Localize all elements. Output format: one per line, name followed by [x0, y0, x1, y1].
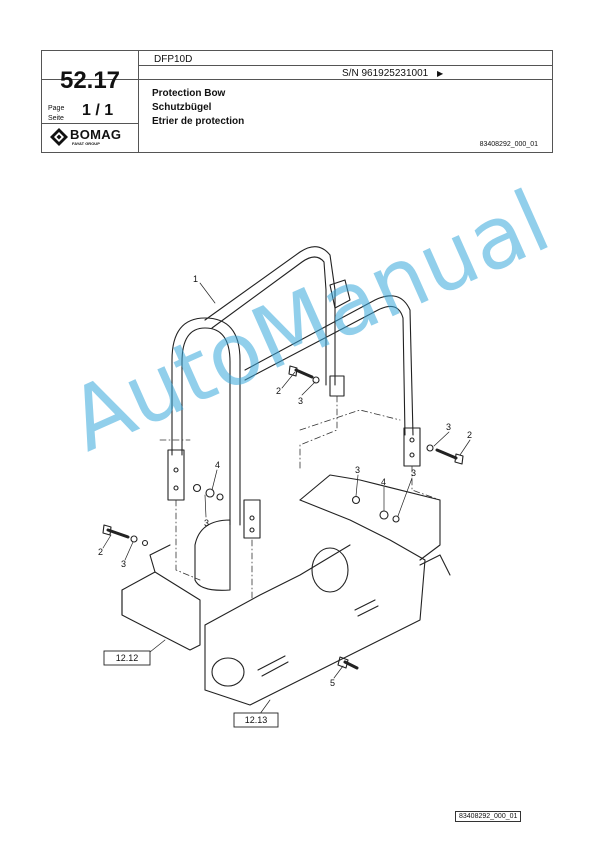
callout-3: 3	[298, 396, 303, 406]
ref-box-label: 12.12	[116, 653, 139, 663]
callout-3: 3	[411, 468, 416, 478]
callout-3: 3	[355, 465, 360, 475]
callout-3: 3	[446, 422, 451, 432]
bolt-frame	[337, 656, 359, 670]
model-name: DFP10D	[154, 54, 193, 65]
part-titles: Protection Bow Schutzbügel Etrier de pro…	[152, 87, 244, 129]
header-rule	[42, 123, 138, 124]
bolt-left-front	[102, 524, 149, 547]
bow-front-outer	[171, 317, 241, 526]
frame-hole-right	[311, 547, 349, 593]
callout-4: 4	[215, 460, 220, 470]
page-label: Page Seite	[48, 104, 64, 124]
tank-body	[194, 519, 231, 591]
rear-mount-plate	[329, 375, 345, 397]
front-mount-plate	[243, 499, 261, 539]
header-divider	[138, 51, 139, 152]
header-doc-ref: 83408292_000_01	[479, 141, 538, 148]
header-rule	[138, 65, 552, 66]
header-block: DFP10D S/N 961925231001 ▶ 52.17 Page Sei…	[41, 50, 553, 153]
frame-rear-plate	[299, 474, 441, 561]
ref-box-12-12[interactable]: 12.12	[103, 650, 151, 666]
bomag-logo: BOMAG FAYAT GROUP	[50, 127, 136, 149]
frame-side-plate	[204, 499, 426, 706]
frame-hole-left	[211, 657, 245, 687]
callouts: 1 2 3 3 2 4 3 3 4 3 2 3 5	[98, 274, 472, 688]
callout-5: 5	[330, 678, 335, 688]
callout-2: 2	[98, 547, 103, 557]
callout-2: 2	[467, 430, 472, 440]
page-number: 52.17	[59, 67, 121, 94]
page-value: 1 / 1	[82, 102, 114, 119]
title-fr: Etrier de protection	[152, 116, 245, 127]
washer-group-right	[351, 495, 400, 523]
footer-doc-ref: 83408292_000_01	[455, 811, 522, 822]
brand-name: BOMAG	[70, 127, 122, 142]
callout-2: 2	[276, 386, 281, 396]
left-mount-plate	[167, 449, 185, 501]
brand-subtitle: FAYAT GROUP	[72, 141, 100, 146]
leader-lines	[102, 282, 471, 719]
page-label-de: Seite	[48, 115, 64, 122]
bow-crossbar-inner	[244, 305, 406, 436]
bolt-rear-top	[288, 365, 320, 384]
page-label-en: Page	[48, 105, 65, 112]
header-rule	[42, 79, 552, 80]
washer-group-left	[192, 483, 224, 501]
ref-box-12-13[interactable]: 12.13	[233, 712, 279, 728]
bow-crossbar	[244, 295, 414, 436]
callout-1: 1	[193, 274, 198, 284]
callout-3: 3	[121, 559, 126, 569]
title-de: Schutzbügel	[152, 102, 212, 113]
serial-text: S/N 961925231001	[342, 68, 429, 79]
bow-rear-top	[204, 246, 336, 386]
bow-front-inner	[181, 327, 231, 526]
title-en: Protection Bow	[152, 88, 226, 99]
bolt-right	[426, 444, 464, 465]
left-block	[121, 571, 201, 651]
bow-rear-inner	[211, 256, 327, 386]
callout-4: 4	[381, 477, 386, 487]
serial-number: S/N 961925231001 ▶	[342, 68, 443, 79]
bow-bracket	[329, 279, 351, 309]
bomag-diamond-icon	[50, 128, 68, 146]
serial-arrow-icon: ▶	[436, 69, 444, 78]
callout-3: 3	[204, 518, 209, 528]
right-mount-plate	[403, 427, 421, 467]
ref-box-label: 12.13	[245, 715, 268, 725]
assembly-lines	[159, 395, 441, 601]
